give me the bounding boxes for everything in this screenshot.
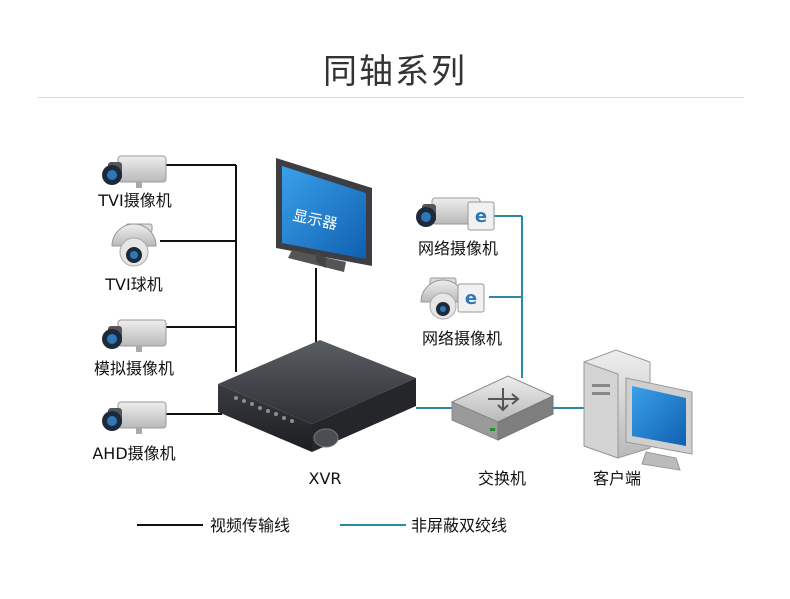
- legend-video-line-label: 视频传输线: [210, 516, 290, 535]
- ahd-camera-icon: [102, 401, 167, 434]
- page-title: 同轴系列: [323, 52, 467, 92]
- monitor-icon: 显示器: [276, 158, 372, 272]
- legend-network-line-label: 非屏蔽双绞线: [411, 516, 507, 535]
- ip-camera-1-icon: e: [416, 197, 495, 231]
- ip-camera-2-label: 网络摄像机: [422, 329, 502, 348]
- client-pc-icon: [583, 349, 693, 471]
- analog-camera-icon: [102, 319, 167, 352]
- switch-icon: [450, 375, 555, 441]
- tvi-dome-icon: [111, 223, 157, 267]
- legend: 视频传输线 非屏蔽双绞线: [137, 516, 507, 535]
- ahd-camera-label: AHD摄像机: [92, 444, 175, 463]
- ip-camera-1-label: 网络摄像机: [418, 239, 498, 258]
- network-cable-lines: [416, 215, 586, 409]
- tvi-camera-label: TVI摄像机: [97, 191, 171, 210]
- tvi-dome-label: TVI球机: [104, 275, 162, 294]
- client-label: 客户端: [593, 469, 641, 488]
- xvr-device-icon: [218, 340, 416, 452]
- analog-camera-label: 模拟摄像机: [94, 359, 174, 378]
- ie-logo-2: e: [465, 288, 477, 309]
- ip-camera-2-icon: e: [420, 277, 485, 320]
- video-cable-lines: [160, 164, 317, 415]
- tvi-camera-icon: [102, 155, 167, 188]
- title-divider: [38, 97, 744, 98]
- xvr-label: XVR: [308, 469, 341, 488]
- ie-logo-1: e: [475, 206, 487, 227]
- switch-label: 交换机: [478, 469, 526, 488]
